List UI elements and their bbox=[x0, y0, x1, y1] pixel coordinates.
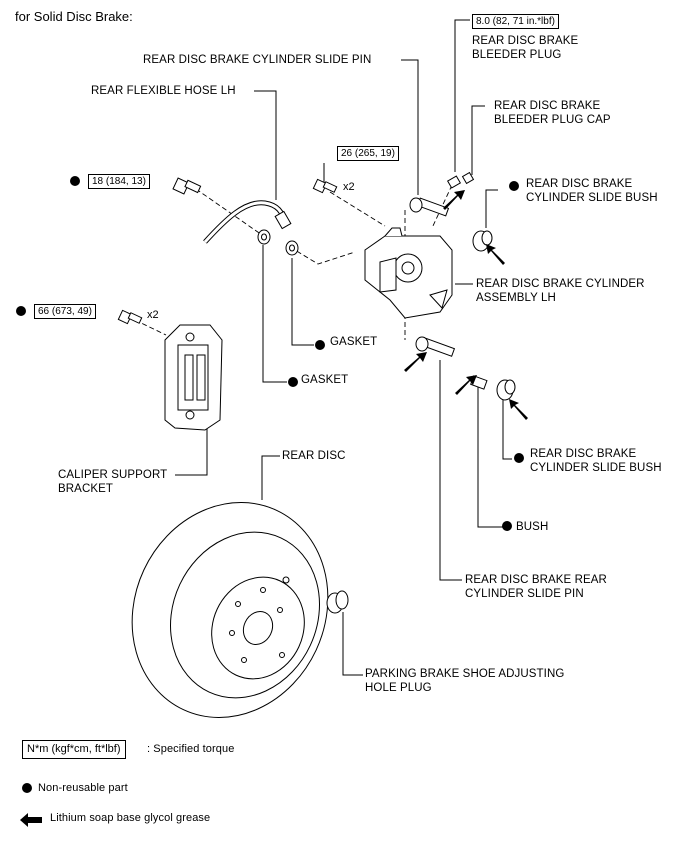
dash-bracket-bolt bbox=[134, 319, 167, 336]
nonreusable-bullet-bush-bot bbox=[514, 453, 524, 463]
label-cyl-assy-2: ASSEMBLY LH bbox=[476, 292, 556, 304]
torque-bleeder: 8.0 (82, 71 in.*lbf) bbox=[472, 14, 559, 29]
label-plug-2: HOLE PLUG bbox=[365, 682, 432, 694]
leader-bush bbox=[477, 385, 504, 528]
label-bleeder-plug-1: REAR DISC BRAKE bbox=[472, 35, 579, 47]
label-caliper-1: CALIPER SUPPORT bbox=[58, 469, 168, 481]
rear-disc-shape bbox=[131, 502, 329, 718]
label-slide-pin: REAR DISC BRAKE CYLINDER SLIDE PIN bbox=[143, 54, 372, 66]
label-rear-disc: REAR DISC bbox=[282, 450, 346, 462]
bracket-bolt-shape bbox=[117, 309, 143, 325]
slide-pin-top-shape bbox=[409, 197, 450, 217]
nonreusable-bullet-gasket-2 bbox=[288, 377, 298, 387]
grease-arrows bbox=[404, 190, 528, 420]
label-bleeder-plug-2: BLEEDER PLUG bbox=[472, 49, 562, 61]
nonreusable-bullet-bracket-bolt bbox=[16, 306, 26, 316]
label-bleeder-cap-1: REAR DISC BRAKE bbox=[494, 100, 601, 112]
multiplier-bracket-bolt: x2 bbox=[147, 309, 159, 321]
caliper-bracket-shape bbox=[164, 324, 223, 431]
legend-torque-desc: : Specified torque bbox=[147, 743, 235, 755]
dash-cyl-bolt bbox=[329, 191, 386, 227]
leader-caliper bbox=[175, 425, 208, 476]
torque-hose-bolt: 18 (184, 13) bbox=[88, 174, 150, 189]
label-bush: BUSH bbox=[516, 521, 549, 533]
leader-bleeder-plug bbox=[454, 19, 470, 172]
label-bleeder-cap-2: BLEEDER PLUG CAP bbox=[494, 114, 611, 126]
label-cyl-assy-1: REAR DISC BRAKE CYLINDER bbox=[476, 278, 645, 290]
label-plug-1: PARKING BRAKE SHOE ADJUSTING bbox=[365, 668, 565, 680]
torque-cyl-bolt: 26 (265, 19) bbox=[337, 146, 399, 161]
cylinder-assembly-shape bbox=[364, 227, 453, 319]
multiplier-cyl-bolt: x2 bbox=[343, 181, 355, 193]
page-title: for Solid Disc Brake: bbox=[15, 9, 133, 24]
label-gasket-1: GASKET bbox=[330, 336, 378, 348]
dash-hose-bolt bbox=[195, 188, 263, 236]
leader-slide-pin bbox=[401, 59, 419, 195]
flex-hose-shape bbox=[203, 200, 292, 244]
cyl-bolt-shape bbox=[312, 178, 338, 194]
leader-rear-pin bbox=[439, 360, 462, 581]
hose-bolt-shape bbox=[172, 177, 202, 195]
nonreusable-bullet-gasket-1 bbox=[315, 340, 325, 350]
leader-bleeder-cap bbox=[471, 105, 485, 175]
label-bush-top-1: REAR DISC BRAKE bbox=[526, 178, 633, 190]
label-bush-bot-1: REAR DISC BRAKE bbox=[530, 448, 637, 460]
slide-pin-bot-shape bbox=[415, 336, 456, 357]
grease-arrow-icon bbox=[20, 813, 42, 827]
legend-nonreusable: Non-reusable part bbox=[38, 782, 128, 794]
legend-torque-unit: N*m (kgf*cm, ft*lbf) bbox=[22, 740, 126, 759]
label-gasket-2: GASKET bbox=[301, 374, 349, 386]
label-bush-top-2: CYLINDER SLIDE BUSH bbox=[526, 192, 658, 204]
legend-grease: Lithium soap base glycol grease bbox=[50, 812, 211, 824]
label-flex-hose: REAR FLEXIBLE HOSE LH bbox=[91, 85, 236, 97]
bush-bot-shape bbox=[496, 379, 516, 401]
nonreusable-bullet-hose-bolt bbox=[70, 176, 80, 186]
torque-bracket-bolt: 66 (673, 49) bbox=[34, 304, 96, 319]
leader-gasket-2 bbox=[262, 245, 287, 383]
leader-bush-top bbox=[485, 189, 498, 228]
bleeder-shapes bbox=[446, 171, 475, 189]
hole-plug-shape bbox=[326, 590, 349, 614]
label-bush-bot-2: CYLINDER SLIDE BUSH bbox=[530, 462, 662, 474]
leader-plug bbox=[342, 612, 363, 676]
leader-bush-bot bbox=[502, 395, 512, 460]
gasket-shapes bbox=[257, 229, 299, 256]
label-rear-pin-1: REAR DISC BRAKE REAR bbox=[465, 574, 607, 586]
leader-rear-disc bbox=[261, 455, 280, 500]
dash-gasket-cyl bbox=[289, 246, 356, 265]
leader-gasket-1 bbox=[291, 258, 314, 346]
label-rear-pin-2: CYLINDER SLIDE PIN bbox=[465, 588, 584, 600]
nonreusable-bullet-bush-top bbox=[509, 181, 519, 191]
leader-flex-hose bbox=[254, 90, 277, 200]
nonreusable-bullet-bush bbox=[502, 521, 512, 531]
non-reusable-bullet-icon bbox=[22, 783, 32, 793]
label-caliper-2: BRACKET bbox=[58, 483, 114, 495]
